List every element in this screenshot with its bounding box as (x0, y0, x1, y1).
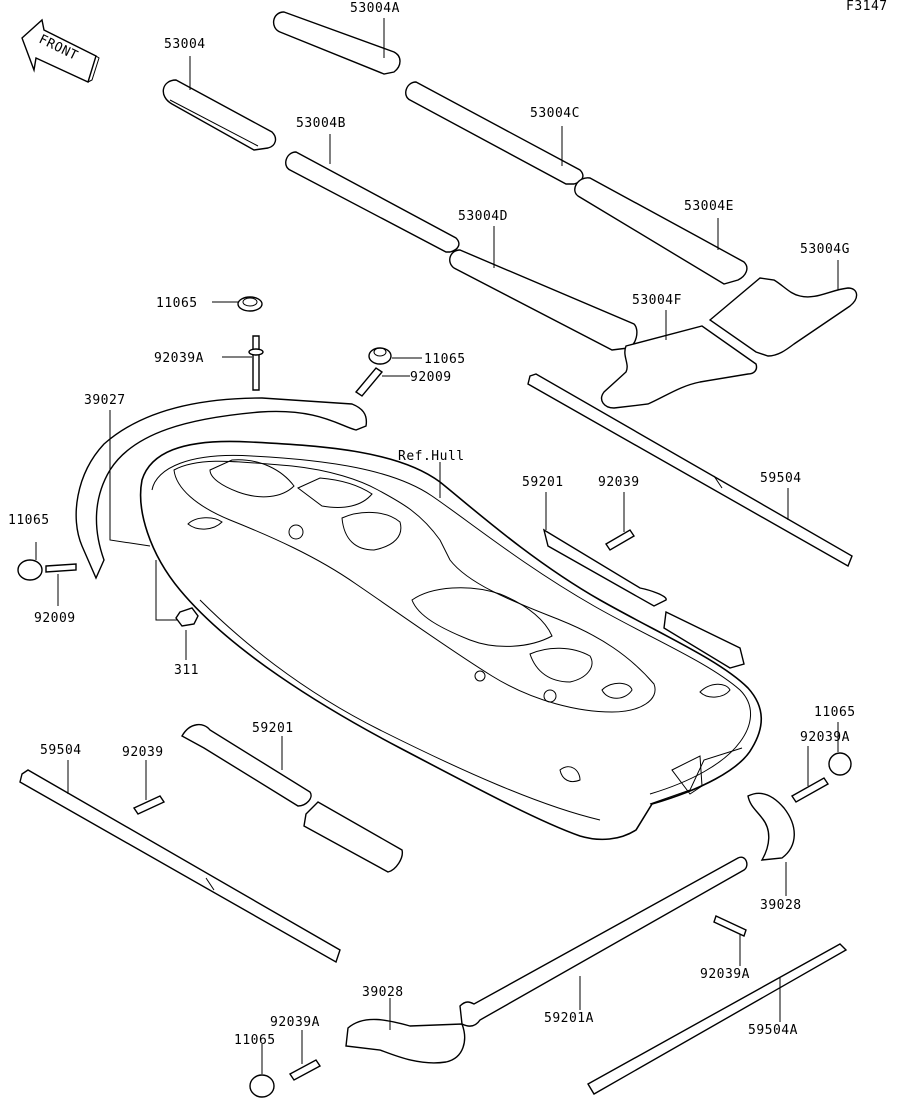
rivet-92039-right (605, 529, 635, 551)
label-53004: 53004 (164, 37, 206, 52)
leader-lines (35, 18, 839, 1074)
label-39028-right: 39028 (760, 898, 802, 913)
label-53004G: 53004G (800, 242, 850, 257)
label-92039-left: 92039 (122, 745, 164, 760)
bumper-39028-right (747, 792, 795, 861)
screw-92009-left (45, 563, 77, 573)
mat-53004A (273, 11, 401, 75)
label-53004A: 53004A (350, 1, 400, 16)
label-53004B: 53004B (296, 116, 346, 131)
mat-53004 (162, 79, 277, 151)
mat-53004B (285, 151, 460, 253)
cap-11065-top (237, 296, 263, 312)
figure-code: F3147 (846, 0, 888, 14)
label-92009-top: 92009 (410, 370, 452, 385)
label-39027: 39027 (84, 393, 126, 408)
label-53004F: 53004F (632, 293, 682, 308)
nut-311 (175, 607, 199, 627)
skirt-59201-left (181, 723, 312, 807)
bumper-39028-bottom (345, 1018, 466, 1064)
label-59504-right: 59504 (760, 471, 802, 486)
label-53004E: 53004E (684, 199, 734, 214)
label-59201-right: 59201 (522, 475, 564, 490)
label-92009-left: 92009 (34, 611, 76, 626)
label-11065-right: 11065 (814, 705, 856, 720)
hull (139, 440, 762, 841)
screw-92009-top (354, 367, 384, 397)
rail-59504-right (527, 373, 853, 568)
rivet-92039-left (132, 795, 166, 815)
skirt-59201-left-2 (303, 801, 403, 873)
mat-53004F (600, 325, 758, 409)
rivet-92039A-bottom (288, 1059, 322, 1081)
cap-11065-right (828, 752, 852, 776)
label-59201A: 59201A (544, 1011, 594, 1026)
label-92039-right: 92039 (598, 475, 640, 490)
label-53004C: 53004C (530, 106, 580, 121)
front-arrow: FRONT (21, 18, 100, 83)
label-53004D: 53004D (458, 209, 508, 224)
label-11065-left: 11065 (8, 513, 50, 528)
mat-53004D (449, 249, 638, 351)
label-59201-left: 59201 (252, 721, 294, 736)
skirt-59201A (459, 856, 748, 1027)
label-92039A-top: 92039A (154, 351, 204, 366)
mat-53004G (708, 277, 858, 357)
skirt-59201-right (542, 528, 667, 607)
label-11065-bottom: 11065 (234, 1033, 276, 1048)
mat-53004E (574, 177, 748, 285)
rivet-92039A-top (248, 335, 264, 391)
cap-11065-bottom (249, 1074, 275, 1098)
rivet-92039A-right (790, 777, 830, 803)
label-92039A-right: 92039A (800, 730, 850, 745)
label-39028-bottom: 39028 (362, 985, 404, 1000)
label-311: 311 (174, 663, 199, 678)
cap-11065-left (17, 559, 43, 581)
label-11065-mid: 11065 (424, 352, 466, 367)
label-59504-left: 59504 (40, 743, 82, 758)
rail-59504-left (19, 769, 341, 964)
mat-53004C (405, 81, 584, 185)
label-92039A-mid: 92039A (700, 967, 750, 982)
rivet-92039A-mid (713, 915, 747, 937)
skirt-59201-right-2 (663, 610, 745, 669)
cap-11065-mid (368, 347, 392, 365)
rail-59504A (587, 943, 848, 1095)
label-59504A: 59504A (748, 1023, 798, 1038)
label-ref-hull: Ref.Hull (398, 449, 465, 464)
label-92039A-bottom: 92039A (270, 1015, 320, 1030)
label-11065-top: 11065 (156, 296, 198, 311)
